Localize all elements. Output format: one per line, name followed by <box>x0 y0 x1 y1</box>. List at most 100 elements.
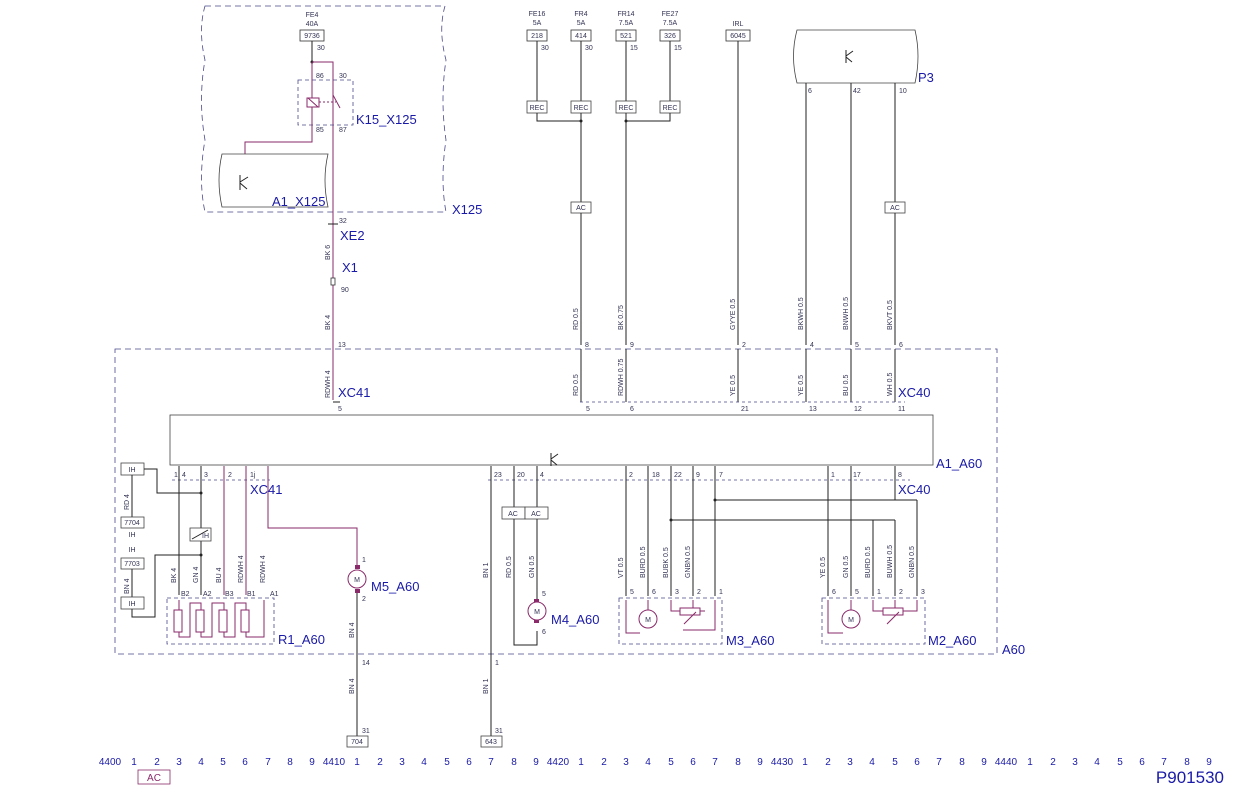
svg-text:WH 0.5: WH 0.5 <box>887 373 894 396</box>
a1-x125-label: A1_X125 <box>272 194 326 209</box>
ruler-tick: 5 <box>444 757 450 768</box>
ruler-tick: 6 <box>1139 757 1145 768</box>
svg-text:2: 2 <box>899 589 903 596</box>
ruler-tick: 3 <box>176 757 182 768</box>
svg-text:3: 3 <box>204 472 208 479</box>
svg-text:87: 87 <box>339 127 347 134</box>
ruler-tick: 2 <box>377 757 383 768</box>
svg-text:B2: B2 <box>181 591 190 598</box>
svg-text:218: 218 <box>531 33 543 40</box>
svg-text:20: 20 <box>517 472 525 479</box>
svg-text:GN 0.5: GN 0.5 <box>529 556 536 578</box>
ruler-tick: 6 <box>466 757 472 768</box>
ruler-tick: 9 <box>533 757 539 768</box>
svg-text:AC: AC <box>508 511 518 518</box>
svg-text:BURD 0.5: BURD 0.5 <box>865 546 872 578</box>
xc40-bottom-label: XC40 <box>898 482 931 497</box>
svg-text:FE4: FE4 <box>306 12 319 19</box>
svg-text:1: 1 <box>174 472 178 479</box>
svg-text:M: M <box>848 617 854 624</box>
svg-text:GN 0.5: GN 0.5 <box>843 556 850 578</box>
svg-text:M: M <box>354 577 360 584</box>
ruler-tick: 4 <box>198 757 204 768</box>
svg-text:FR14: FR14 <box>617 11 634 18</box>
k15-label: K15_X125 <box>356 112 417 127</box>
svg-text:BN 1: BN 1 <box>483 562 490 578</box>
ruler-tick: 9 <box>1206 757 1212 768</box>
svg-text:IH: IH <box>202 533 209 540</box>
svg-text:BN 1: BN 1 <box>483 678 490 694</box>
svg-text:90: 90 <box>341 287 349 294</box>
m3-label: M3_A60 <box>726 633 774 648</box>
xc41-top-label: XC41 <box>338 385 371 400</box>
svg-text:7704: 7704 <box>124 520 140 527</box>
fuse-fe16: FE16 5A 218 30 <box>526 11 549 52</box>
svg-text:5A: 5A <box>533 20 542 27</box>
xc40-top-label: XC40 <box>898 385 931 400</box>
svg-text:GNBN 0.5: GNBN 0.5 <box>909 546 916 578</box>
svg-text:86: 86 <box>316 73 324 80</box>
svg-text:BU 0.5: BU 0.5 <box>843 374 850 396</box>
svg-text:2: 2 <box>362 596 366 603</box>
svg-text:5: 5 <box>586 406 590 413</box>
svg-text:6045: 6045 <box>730 33 746 40</box>
svg-text:2: 2 <box>742 342 746 349</box>
ruler-tick: 8 <box>287 757 293 768</box>
svg-text:1: 1 <box>495 660 499 667</box>
ruler-tick: 6 <box>242 757 248 768</box>
svg-text:B3: B3 <box>225 591 234 598</box>
svg-text:IH: IH <box>129 601 136 608</box>
svg-text:BUBK 0.5: BUBK 0.5 <box>663 547 670 578</box>
xe2-label: XE2 <box>340 228 365 243</box>
ruler-tick: 1 <box>1027 757 1033 768</box>
svg-text:704: 704 <box>351 739 363 746</box>
ground-box-7704: 7704 <box>120 516 145 529</box>
fuse-fr4: FR4 5A 414 30 <box>570 11 593 52</box>
svg-text:5: 5 <box>542 591 546 598</box>
m5-label: M5_A60 <box>371 579 419 594</box>
ruler-tick: 9 <box>757 757 763 768</box>
svg-text:GN 4: GN 4 <box>193 567 200 583</box>
motor-m2: 6 5 1 2 3 M <box>821 589 926 645</box>
ruler-tick: 1 <box>578 757 584 768</box>
svg-text:1: 1 <box>877 589 881 596</box>
svg-text:RDWH 0.75: RDWH 0.75 <box>618 359 625 396</box>
ruler-tick: 2 <box>601 757 607 768</box>
m2-label: M2_A60 <box>928 633 976 648</box>
svg-text:FE16: FE16 <box>529 11 546 18</box>
fuse-irl: IRL 6045 <box>725 21 751 42</box>
svg-text:31: 31 <box>362 728 370 735</box>
ruler-tick: 5 <box>668 757 674 768</box>
svg-text:AC: AC <box>147 773 161 784</box>
svg-text:REC: REC <box>530 105 545 112</box>
svg-text:15: 15 <box>674 45 682 52</box>
ruler-tick: 4 <box>869 757 875 768</box>
svg-text:2: 2 <box>228 472 232 479</box>
svg-text:FR4: FR4 <box>574 11 587 18</box>
svg-text:1: 1 <box>362 557 366 564</box>
svg-text:7: 7 <box>719 472 723 479</box>
svg-text:22: 22 <box>674 472 682 479</box>
ruler-tick: 1 <box>802 757 808 768</box>
svg-text:6: 6 <box>899 342 903 349</box>
svg-text:30: 30 <box>541 45 549 52</box>
ruler-tick: 6 <box>690 757 696 768</box>
svg-text:8: 8 <box>898 472 902 479</box>
svg-text:4: 4 <box>540 472 544 479</box>
svg-text:BU 4: BU 4 <box>216 567 223 583</box>
svg-text:643: 643 <box>485 739 497 746</box>
svg-text:REC: REC <box>663 105 678 112</box>
fuse-fe27: FE27 7.5A 326 15 <box>659 11 682 52</box>
ruler-tick: 8 <box>511 757 517 768</box>
ruler-tick: 3 <box>623 757 629 768</box>
svg-text:5: 5 <box>630 589 634 596</box>
svg-text:5: 5 <box>338 406 342 413</box>
ruler-tick: 9 <box>309 757 315 768</box>
svg-text:21: 21 <box>741 406 749 413</box>
rec-blocks: REC REC REC REC <box>526 100 681 114</box>
ruler-tick: 8 <box>735 757 741 768</box>
svg-text:521: 521 <box>620 33 632 40</box>
ruler-tick: 7 <box>265 757 271 768</box>
svg-text:AC: AC <box>531 511 541 518</box>
svg-text:11: 11 <box>898 406 905 413</box>
